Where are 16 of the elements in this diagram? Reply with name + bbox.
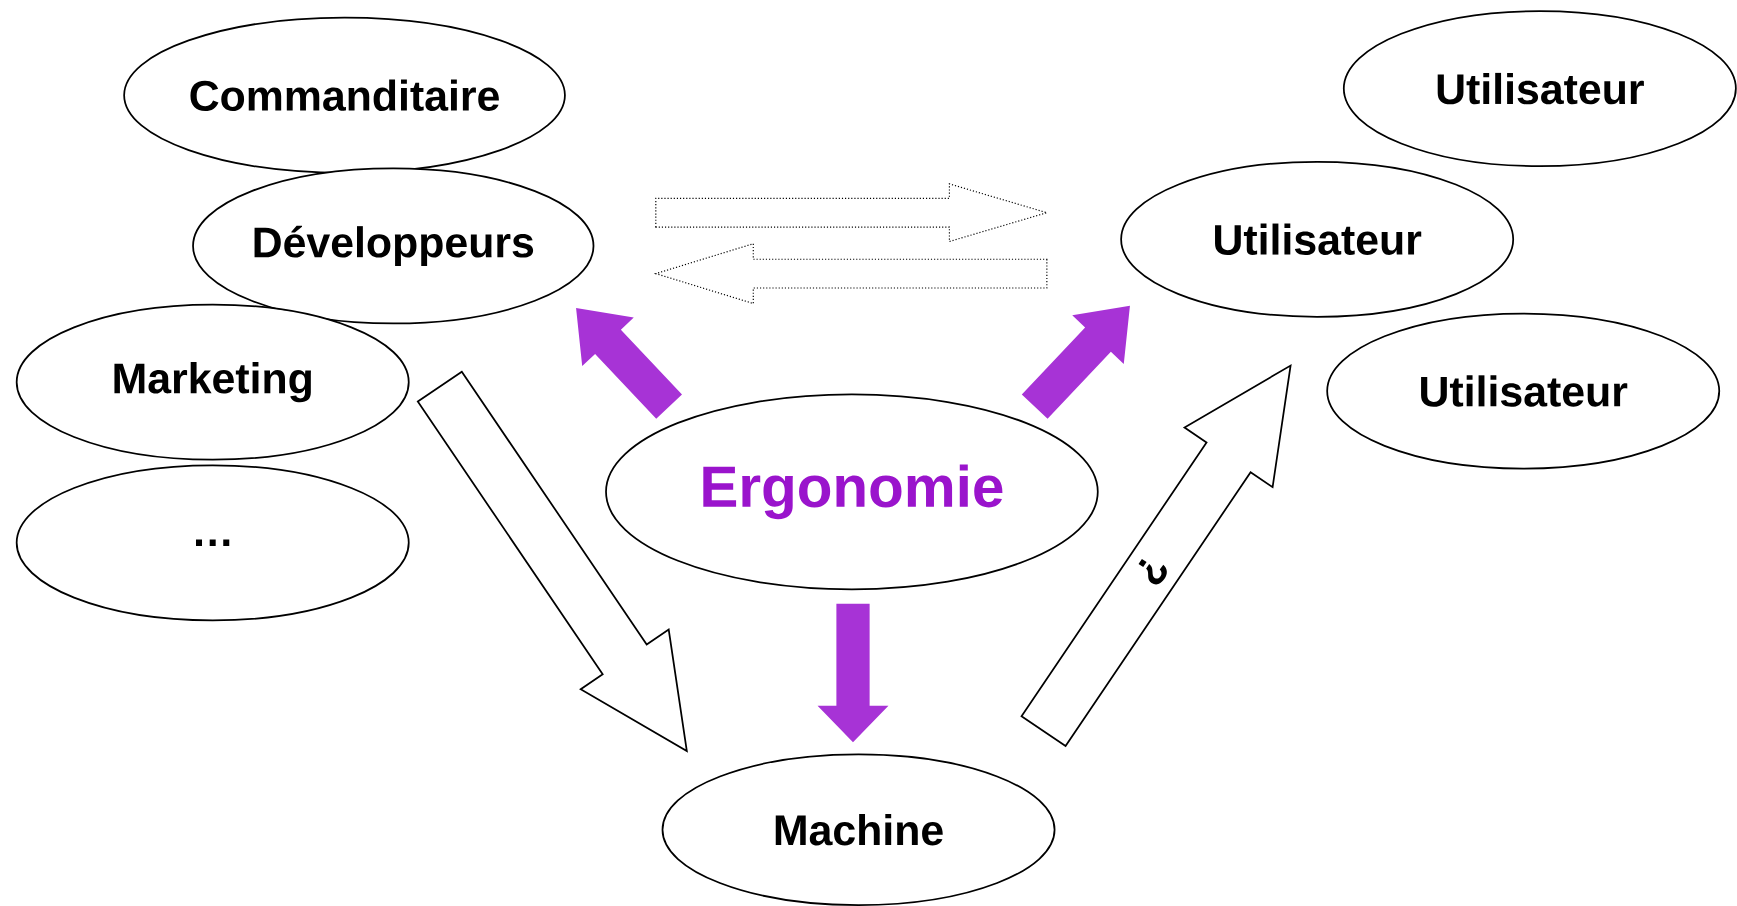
block-arrow — [817, 603, 889, 743]
block-arrow — [576, 307, 682, 419]
ellipse-node: Développeurs — [192, 167, 595, 325]
ellipse-node: Machine — [661, 753, 1056, 906]
ellipse-node: Marketing — [15, 303, 410, 461]
ellipse-node: Utilisateur — [1342, 10, 1737, 167]
ellipse-node: Commanditaire — [123, 16, 566, 174]
ellipse-node: Utilisateur — [1120, 160, 1515, 318]
ellipse-node: … — [15, 464, 410, 622]
edge-label: ? — [1138, 558, 1167, 585]
ellipse-node: Utilisateur — [1326, 312, 1721, 470]
block-arrow — [653, 242, 1048, 305]
block-arrow — [1021, 305, 1130, 419]
block-arrow — [655, 183, 1049, 243]
block-arrow — [416, 370, 688, 753]
ellipse-node: Ergonomie — [605, 393, 1099, 591]
